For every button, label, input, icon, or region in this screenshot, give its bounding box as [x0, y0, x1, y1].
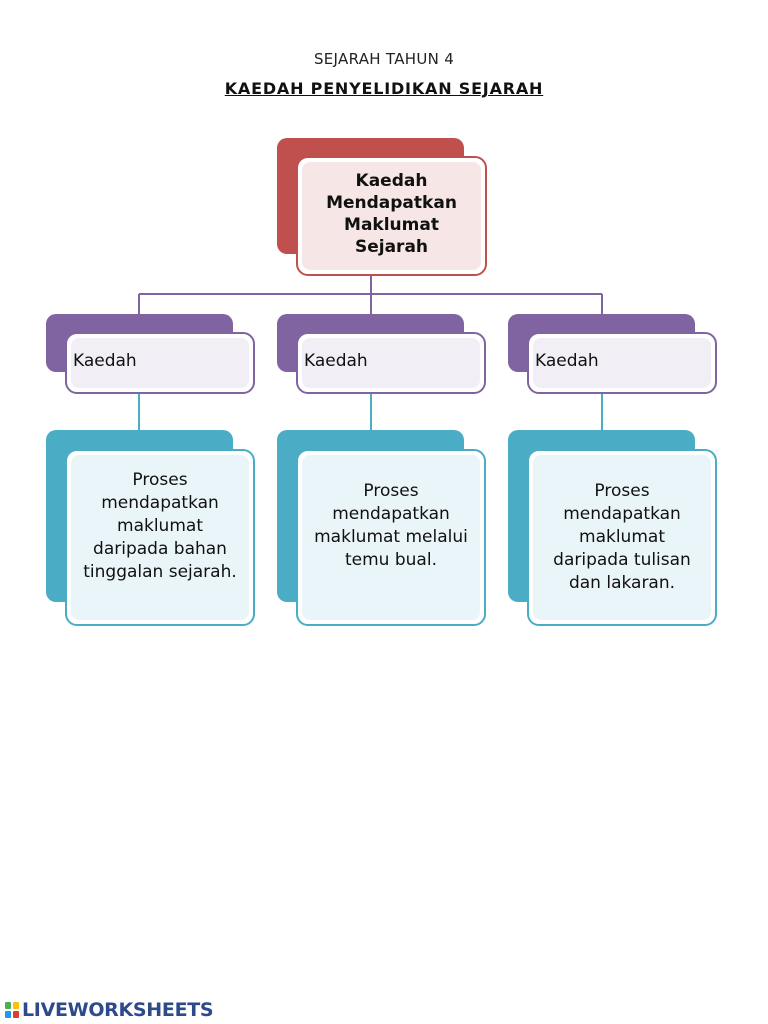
root-node-label: Kaedah Mendapatkan Maklumat Sejarah — [326, 171, 457, 257]
method-node-2-label: Kaedah — [304, 351, 368, 371]
description-node-2-text: Proses mendapatkan maklumat melalui temu… — [314, 481, 468, 570]
method-node-1-label: Kaedah — [73, 351, 137, 371]
method-node-3: Kaedah — [527, 332, 717, 394]
method-node-1: Kaedah — [65, 332, 255, 394]
description-node-1-text: Proses mendapatkan maklumat daripada bah… — [83, 470, 237, 582]
description-node-2: Proses mendapatkan maklumat melalui temu… — [296, 449, 486, 626]
method-node-3-label: Kaedah — [535, 351, 599, 371]
worksheet-subtitle: SEJARAH TAHUN 4 — [313, 50, 455, 68]
method-node-2: Kaedah — [296, 332, 486, 394]
worksheet-title: KAEDAH PENYELIDIKAN SEJARAH — [224, 79, 544, 98]
description-node-3-text: Proses mendapatkan maklumat daripada tul… — [553, 481, 691, 593]
liveworksheets-logo-text: LIVEWORKSHEETS — [22, 999, 214, 1021]
liveworksheets-logo: LIVEWORKSHEETS — [4, 996, 214, 1024]
description-node-3: Proses mendapatkan maklumat daripada tul… — [527, 449, 717, 626]
root-node: Kaedah Mendapatkan Maklumat Sejarah — [296, 156, 487, 276]
liveworksheets-logo-icon — [5, 1002, 19, 1018]
description-node-1: Proses mendapatkan maklumat daripada bah… — [65, 449, 255, 626]
